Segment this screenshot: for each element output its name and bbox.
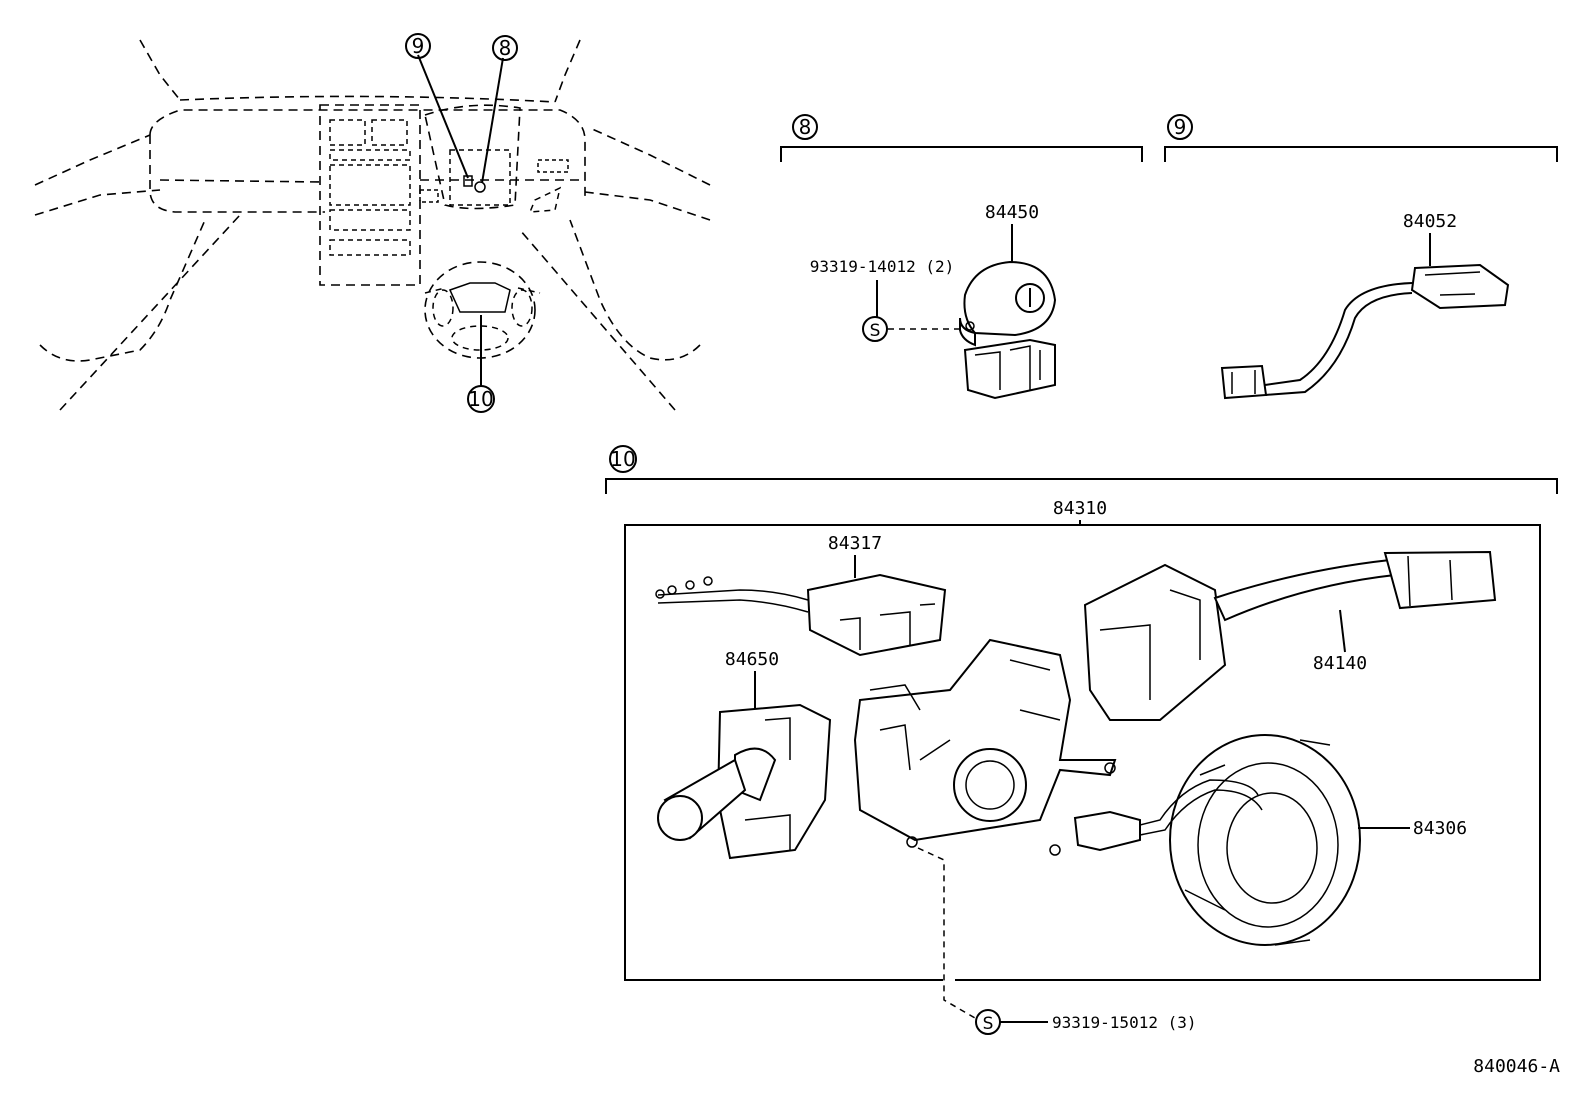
callout-10-section: 10 xyxy=(610,447,635,471)
screw-callout-1: S xyxy=(870,321,881,341)
section-10: 10 84310 84317 84650 xyxy=(605,445,1558,1035)
sensor-harness-drawing xyxy=(1220,263,1510,400)
section-8: 8 84450 93319-14012 (2) S xyxy=(780,114,1143,400)
label-84306: 84306 xyxy=(1413,818,1467,839)
callout-8-section: 8 xyxy=(799,115,812,139)
figure-code: 840046-A xyxy=(1473,1056,1560,1077)
spiral-cable-84306-drawing xyxy=(1073,734,1361,946)
callout-8-top: 8 xyxy=(499,36,512,60)
dashboard-overview: 9 8 10 xyxy=(34,33,711,413)
label-84052: 84052 xyxy=(1403,211,1457,232)
switch-84650-drawing xyxy=(657,703,832,860)
label-93319-15012: 93319-15012 (3) xyxy=(1052,1013,1197,1032)
callout-9-top: 9 xyxy=(412,34,425,58)
label-84650: 84650 xyxy=(725,649,779,670)
label-84140: 84140 xyxy=(1313,653,1367,674)
label-93319-14012: 93319-14012 (2) xyxy=(810,257,955,276)
section-9: 9 84052 xyxy=(1164,114,1558,400)
label-84450: 84450 xyxy=(985,202,1039,223)
ignition-switch-drawing xyxy=(959,260,1057,400)
combination-switch-body-drawing xyxy=(853,638,1117,856)
callout-10-overview: 10 xyxy=(468,387,493,411)
label-84317: 84317 xyxy=(828,533,882,554)
switch-84140-drawing xyxy=(1083,550,1497,721)
connector-84317-drawing xyxy=(655,573,947,657)
label-84310: 84310 xyxy=(1053,498,1107,519)
callout-9-section: 9 xyxy=(1174,115,1187,139)
screw-callout-2: S xyxy=(983,1014,994,1034)
